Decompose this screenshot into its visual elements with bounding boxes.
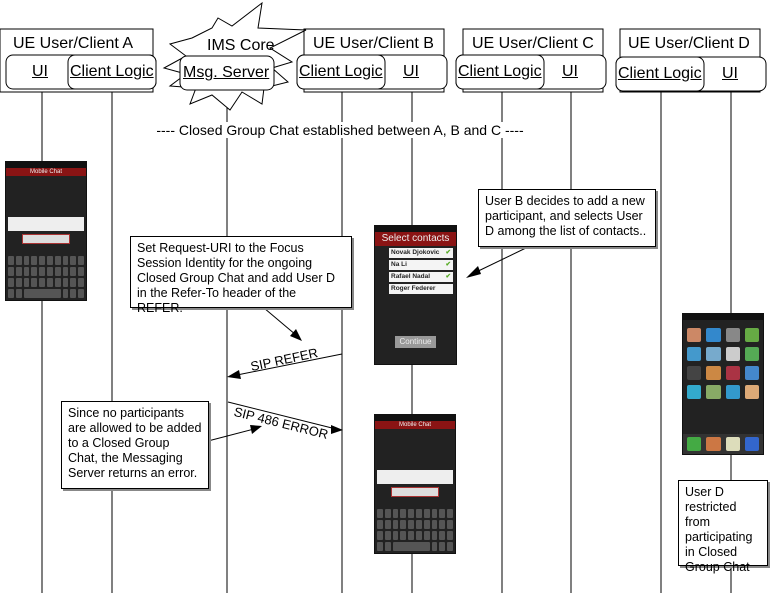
phone-b-title: Mobile Chat [375, 421, 455, 429]
note-server-error: Since no participants are allowed to be … [61, 401, 209, 489]
client-c-title: UE User/Client C [472, 35, 594, 52]
select-contacts-title: Select contacts [375, 232, 456, 246]
sip-error-arrow [227, 401, 341, 431]
client-a-logic-box [67, 54, 157, 90]
client-c-logic-label: Client Logic [458, 63, 542, 80]
note-request-uri: Set Request-URI to the Focus Session Ide… [130, 236, 352, 315]
continue-button[interactable]: Continue [395, 336, 436, 348]
note-user-b-selects: User B decides to add a new participant,… [478, 189, 656, 247]
client-d-logic-box [615, 56, 705, 92]
client-a-logic-label: Client Logic [70, 63, 154, 80]
contact-item[interactable]: Roger Federer [389, 284, 453, 294]
client-d-ui-label: UI [722, 65, 738, 82]
client-b-logic-label: Client Logic [299, 63, 383, 80]
client-d-logic-label: Client Logic [618, 65, 702, 82]
phone-b-select-contacts: Select contacts Novak Djokovic✔ Na Li✔ R… [374, 225, 457, 365]
phone-a-mobile-chat: Mobile Chat [5, 161, 87, 301]
client-b-ui-label: UI [403, 63, 419, 80]
check-icon: ✔ [445, 249, 451, 256]
sip-refer-arrow [231, 353, 343, 377]
client-d-title: UE User/Client D [628, 35, 750, 52]
client-c-ui-label: UI [562, 63, 578, 80]
phone-a-title: Mobile Chat [6, 168, 86, 176]
client-b-title: UE User/Client B [313, 35, 434, 52]
msg-server-label: Msg. Server [183, 64, 270, 81]
contact-item[interactable]: Rafael Nadal✔ [389, 272, 453, 282]
check-icon: ✔ [445, 261, 451, 268]
ims-core-title: IMS Core [207, 37, 275, 54]
chat-established-divider: ---- Closed Group Chat established betwe… [150, 122, 530, 138]
note-user-d-restricted: User D restricted from participating in … [678, 480, 768, 574]
client-b-logic-box [296, 54, 386, 90]
client-c-logic-box [455, 54, 545, 90]
phone-d-home-screen [682, 313, 764, 455]
contact-item[interactable]: Na Li✔ [389, 260, 453, 270]
check-icon: ✔ [445, 273, 451, 280]
client-a-ui-label: UI [32, 63, 48, 80]
phone-b-mobile-chat: Mobile Chat [374, 414, 456, 554]
msg-server-box [179, 55, 275, 91]
callout-arrowhead [466, 266, 481, 278]
client-a-title: UE User/Client A [13, 35, 134, 52]
contact-item[interactable]: Novak Djokovic✔ [389, 248, 453, 258]
